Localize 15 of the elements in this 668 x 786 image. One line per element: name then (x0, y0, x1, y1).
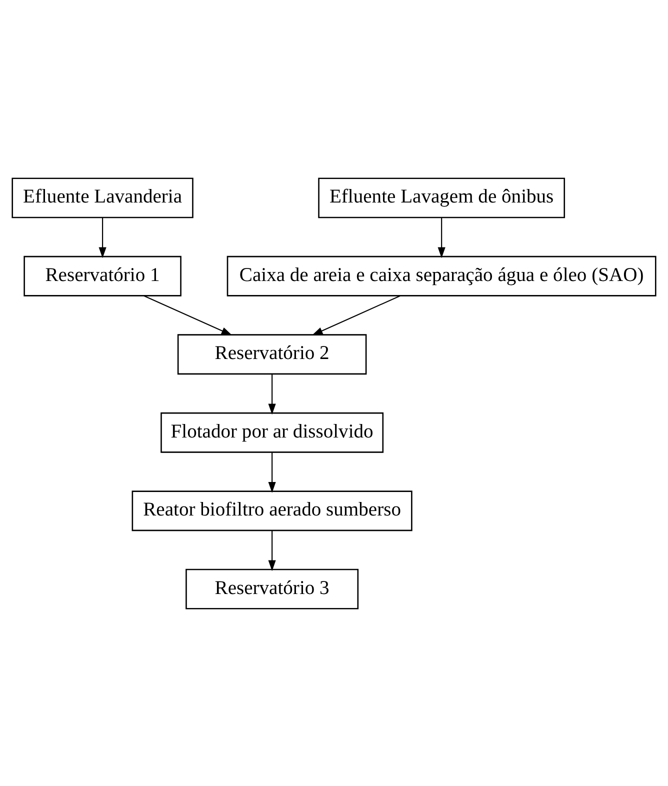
arrow (268, 452, 276, 492)
node-box: Reservatório 3 (186, 568, 359, 609)
node-box: Caixa de areia e caixa separação água e óleo (SAO) (226, 255, 656, 296)
node-box: Flotador por ar dissolvido (160, 412, 384, 452)
node-box: Efluente Lavanderia (12, 177, 194, 218)
arrow (312, 294, 400, 335)
arrow (268, 374, 276, 414)
node-box: Reservatório 1 (24, 255, 182, 296)
arrow (438, 217, 446, 258)
arrow (98, 217, 106, 258)
node-box: Reator biofiltro aerado sumberso (132, 490, 412, 531)
node-box: Efluente Lavagem de ônibus (318, 177, 566, 218)
arrow (144, 294, 232, 335)
node-box: Reservatório 2 (177, 334, 367, 374)
arrow (268, 530, 276, 571)
